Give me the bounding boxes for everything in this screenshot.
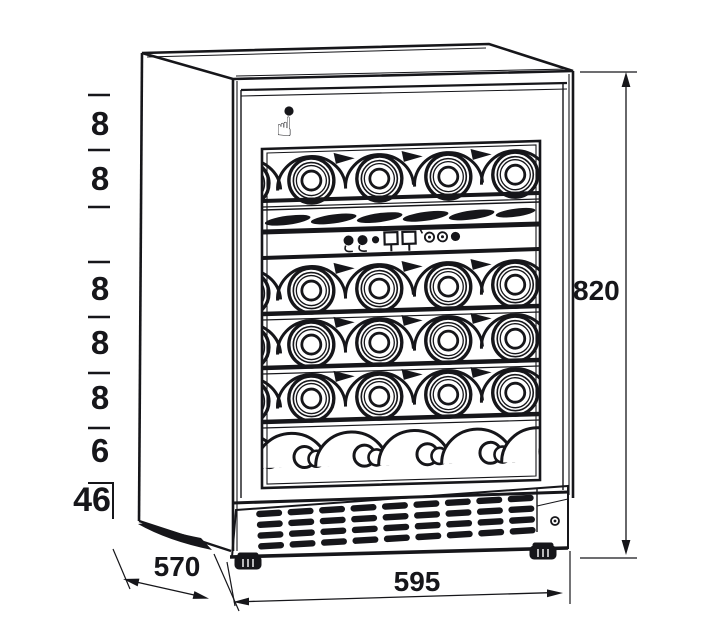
shelf-capacity-label-5: 8 bbox=[90, 379, 110, 416]
depth-dimension-line bbox=[112, 548, 240, 612]
width-dimension-label: 595 bbox=[393, 566, 441, 597]
shelf-capacity-label-3: 8 bbox=[90, 270, 110, 307]
total-capacity-label: 46 bbox=[73, 481, 111, 519]
capacity-tick-marks bbox=[88, 93, 110, 430]
cabinet-outline bbox=[137, 42, 575, 553]
front-right-foot bbox=[529, 542, 557, 560]
height-dimension-label: 820 bbox=[573, 275, 620, 306]
front-left-foot bbox=[234, 552, 262, 570]
shelf-capacity-label-4: 8 bbox=[90, 324, 110, 361]
control-panel-icons bbox=[343, 227, 461, 253]
depth-dimension-label: 570 bbox=[153, 551, 201, 582]
shelf-row-2-bottles bbox=[263, 201, 539, 235]
width-dimension-line bbox=[226, 551, 571, 607]
glass-interior bbox=[263, 148, 539, 472]
total-capacity-bracket bbox=[88, 482, 114, 519]
shelf-capacity-label-6: 6 bbox=[90, 432, 110, 469]
touch-open-icon: ☝ bbox=[276, 112, 293, 143]
door-outline bbox=[232, 81, 570, 505]
height-dimension-line bbox=[580, 71, 637, 559]
shelf-capacity-label-2: 8 bbox=[90, 160, 110, 197]
plinth-grille bbox=[229, 484, 569, 570]
shelf-capacity-label-1: 8 bbox=[90, 105, 110, 142]
